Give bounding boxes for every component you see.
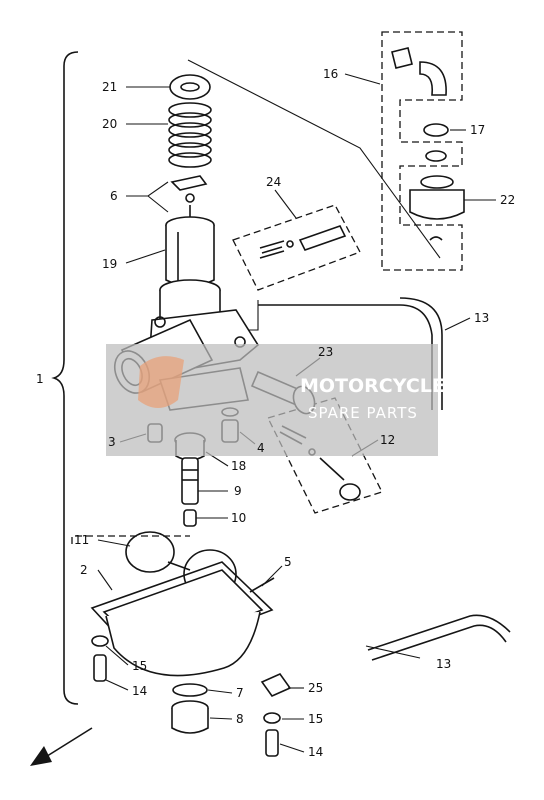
screw-14-left <box>93 654 107 682</box>
throttle-valve-19 <box>165 216 215 287</box>
callout-16: 16 <box>323 67 338 81</box>
callout-24: 24 <box>266 175 281 189</box>
callout-22: 22 <box>500 193 515 207</box>
cap-17 <box>423 123 449 162</box>
elbow-16 <box>391 47 447 96</box>
callout-14a: 14 <box>132 684 147 698</box>
callout-3: 3 <box>108 435 116 449</box>
section-divider <box>71 535 190 544</box>
oring-7 <box>172 683 208 697</box>
callout-2: 2 <box>80 563 88 577</box>
float-bowl <box>102 569 264 677</box>
callout-11: 11 <box>74 533 89 547</box>
callout-25: 25 <box>308 681 323 695</box>
callout-19: 19 <box>102 257 117 271</box>
clip-16 <box>429 236 443 241</box>
screw-14-right <box>265 729 279 757</box>
callout-7: 7 <box>236 686 244 700</box>
callout-17: 17 <box>470 123 485 137</box>
spring-20 <box>168 102 212 168</box>
callout-4: 4 <box>257 441 265 455</box>
callout-1: 1 <box>36 372 44 386</box>
bracket-25 <box>260 673 292 697</box>
callout-9: 9 <box>234 484 242 498</box>
drain-plug-8 <box>171 700 209 734</box>
hose-13-bottom <box>367 614 511 651</box>
callout-15a: 15 <box>132 659 147 673</box>
washer-21 <box>169 74 211 100</box>
callout-14b: 14 <box>308 745 323 759</box>
callout-13b: 13 <box>436 657 451 671</box>
callout-18: 18 <box>231 459 246 473</box>
assembly-bracket <box>51 51 79 705</box>
callout-21: 21 <box>102 80 117 94</box>
callout-6: 6 <box>110 189 118 203</box>
watermark-line1: MOTORCYCLE <box>300 375 445 397</box>
washer-15-left <box>91 635 109 647</box>
float-pin-5 <box>249 577 275 593</box>
watermark-line2: SPARE PARTS <box>308 404 418 422</box>
pilot-jet-10 <box>183 509 197 527</box>
watermark: MOTORCYCLE SPARE PARTS <box>106 344 445 456</box>
callout-10: 10 <box>231 511 246 525</box>
kit-box-24 <box>232 204 361 291</box>
kit-box-16 <box>381 31 463 271</box>
callout-23: 23 <box>318 345 333 359</box>
callout-5: 5 <box>284 555 292 569</box>
front-arrow-icon <box>30 727 93 766</box>
main-jet-9 <box>181 457 199 505</box>
hose-13-top <box>258 304 433 410</box>
callout-12: 12 <box>380 433 395 447</box>
callout-15b: 15 <box>308 712 323 726</box>
washer-15-right <box>263 712 281 724</box>
callout-20: 20 <box>102 117 117 131</box>
callout-8: 8 <box>236 712 244 726</box>
top-cap-22 <box>409 175 465 220</box>
starter-plunger-24 <box>259 225 347 259</box>
callout-13a: 13 <box>474 311 489 325</box>
